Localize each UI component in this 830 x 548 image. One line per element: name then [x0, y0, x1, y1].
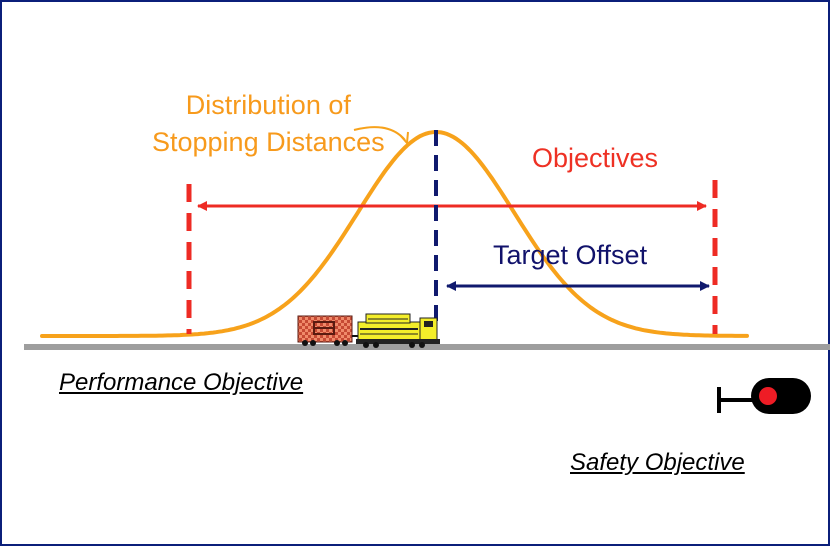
- objectives-label: Objectives: [532, 143, 659, 173]
- performance-objective-label: Performance Objective: [59, 369, 304, 396]
- target-offset-label: Target Offset: [493, 240, 648, 270]
- safety-objective-label: Safety Objective: [570, 449, 745, 476]
- train-icon: [297, 313, 440, 348]
- railway-signal-icon: [717, 378, 811, 414]
- distribution-curve: [40, 129, 749, 338]
- distribution-label: Distribution of Stopping Distances: [152, 87, 385, 161]
- distribution-label-line1: Distribution of: [185, 90, 351, 120]
- leader-arrowhead: [399, 131, 409, 146]
- distribution-label-line2: Stopping Distances: [152, 127, 385, 157]
